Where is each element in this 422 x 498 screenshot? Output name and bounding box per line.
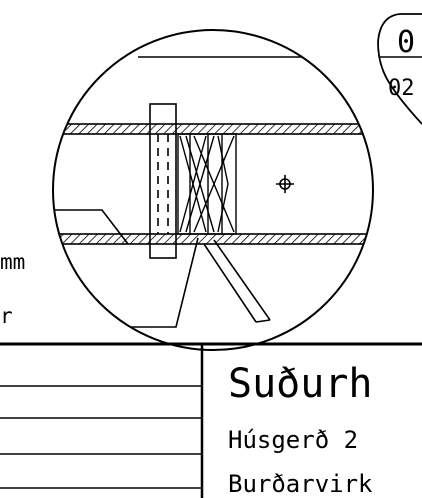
dashed-vertical-member xyxy=(149,103,177,259)
left-note-label: r xyxy=(0,304,13,328)
title-block-line3: Burðarvirk xyxy=(228,470,373,498)
detail-marker xyxy=(377,13,422,125)
upper-hatched-plate xyxy=(53,123,373,135)
detail-marker-sheet: 02 xyxy=(388,76,415,101)
left-dimension-label: mm xyxy=(0,250,25,274)
leader-lines xyxy=(53,209,271,328)
detail-circle xyxy=(52,29,374,351)
title-block-line2: Húsgerð 2 xyxy=(228,426,358,454)
title-block xyxy=(0,342,422,498)
title-block-title: Suðurh xyxy=(228,361,373,407)
detail-marker-number: 0 xyxy=(397,25,415,60)
cross-bracing xyxy=(177,133,237,235)
centre-mark-icon xyxy=(276,175,294,193)
